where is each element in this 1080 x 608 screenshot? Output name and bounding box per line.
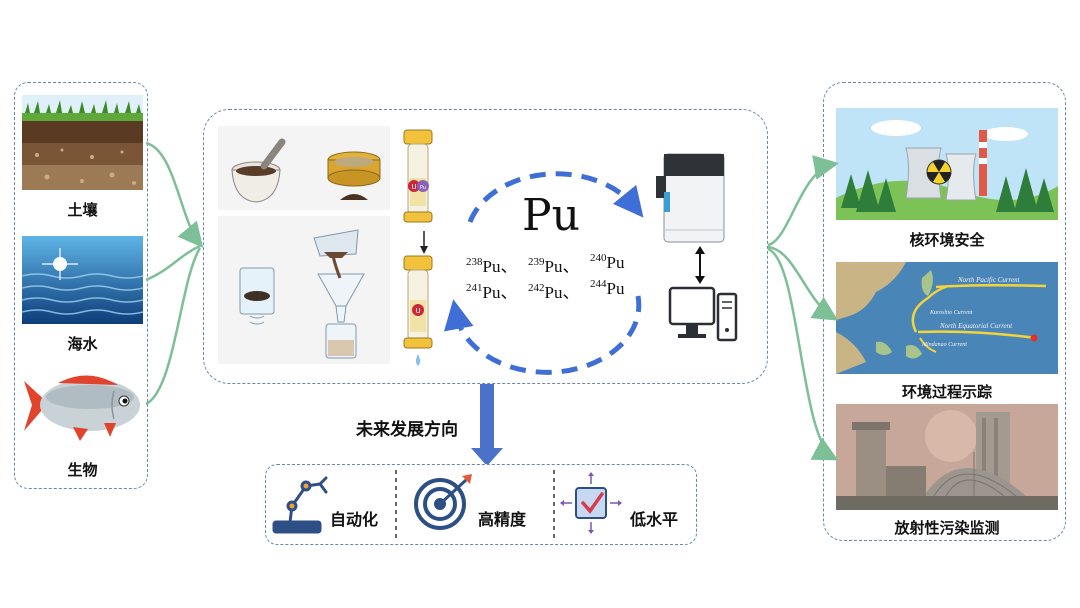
fish-icon [24,375,140,441]
isotope-240: 240Pu [590,252,625,272]
map-label-north-pacific: North Pacific Current [957,276,1021,284]
cycle-arrow-top [467,171,644,223]
seawater-image [22,236,143,324]
grinding-step [218,126,390,210]
map-label-north-equatorial: North Equatorial Current [939,322,1013,330]
connector-seawater [145,244,201,282]
isotope-239: 239Pu、 [528,256,580,276]
pu-element-label: Pu [522,190,580,241]
reactor-image [836,404,1058,510]
soil-label: 土壤 [67,201,98,219]
ocean-current-map-icon: North Pacific Current Kuroshio Current N… [836,262,1058,374]
soil-image [22,95,143,190]
map-label-kuroshio: Kuroshio Current [929,310,973,316]
connector-soil [145,141,204,248]
future-box [265,464,697,545]
map-label-mindanao: Mindanao Current [921,342,967,348]
seawater-icon [22,236,143,324]
nuclear-plant-image [836,108,1058,220]
connector-nuclear [767,155,839,247]
monitoring-label: 放射性污染监测 [894,519,1000,537]
seawater-label: 海水 [67,335,98,353]
ocean-current-map: North Pacific Current Kuroshio Current N… [836,262,1058,374]
future-item-precision: 高精度 [478,510,527,529]
isotope-238: 238Pu、 [466,256,518,276]
future-item-automation: 自动化 [330,510,379,529]
future-down-arrow [480,384,494,450]
future-item-low-level: 低水平 [630,510,679,529]
connector-tracer [767,245,839,321]
nuclear-plant-icon [836,108,1058,220]
connector-monitoring [767,247,839,461]
filtration-step [218,216,390,364]
isotope-242: 242Pu、 [528,282,580,302]
isotope-244: 244Pu [590,278,625,298]
connector-fish [145,247,202,406]
soil-icon [22,95,143,190]
fish-label: 生物 [67,461,98,479]
nuclear-safety-label: 核环境安全 [909,231,985,249]
reactor-dome-icon [836,404,1058,510]
cycle-arrow-bottom [443,295,642,375]
isotope-241: 241Pu、 [466,282,518,302]
tracer-label: 环境过程示踪 [901,383,992,401]
future-title: 未来发展方向 [356,420,458,440]
fish-image [18,363,146,445]
